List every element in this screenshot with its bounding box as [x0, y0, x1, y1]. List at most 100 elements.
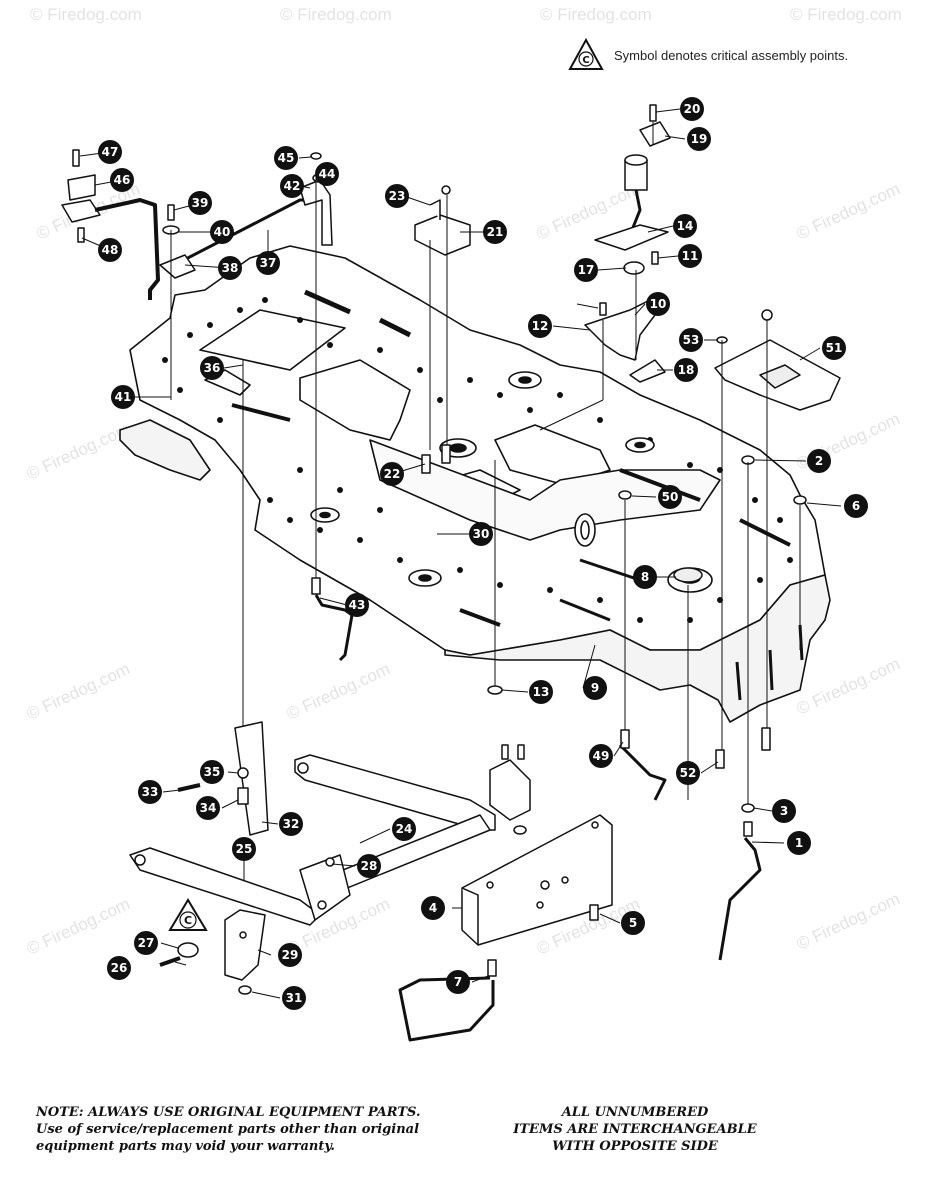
interchangeable-note-line: WITH OPPOSITE SIDE [552, 1139, 718, 1154]
callout-number: 52 [680, 766, 697, 780]
callout-bubble [844, 494, 868, 518]
callout-layer: 1234567891011121314171819202122232425262… [98, 97, 868, 1010]
callout-number: 47 [102, 145, 119, 159]
callout-21: 21 [483, 220, 507, 244]
callout-bubble [772, 799, 796, 823]
callout-number: 27 [138, 936, 155, 950]
callout-36: 36 [200, 356, 224, 380]
legend: C Symbol denotes critical assembly point… [568, 38, 848, 72]
callout-37: 37 [256, 251, 280, 275]
callout-12: 12 [528, 314, 552, 338]
watermark: © Firedog.com [24, 659, 133, 723]
callout-bubble [315, 162, 339, 186]
callout-number: 50 [662, 490, 679, 504]
callout-2: 2 [807, 449, 831, 473]
callout-number: 33 [142, 785, 159, 799]
callout-23: 23 [385, 184, 409, 208]
callout-19: 19 [687, 127, 711, 151]
callout-bubble [787, 831, 811, 855]
top-right-assemblies [584, 104, 841, 583]
critical-assembly-icon: C [568, 38, 604, 70]
callout-number: 45 [278, 151, 295, 165]
callout-5: 5 [621, 911, 645, 935]
callout-number: 36 [204, 361, 221, 375]
callout-bubble [200, 356, 224, 380]
callout-41: 41 [111, 385, 135, 409]
callout-bubble [528, 314, 552, 338]
callout-number: 6 [852, 499, 860, 513]
callout-bubble [483, 220, 507, 244]
callout-bubble [196, 796, 220, 820]
callout-bubble [111, 385, 135, 409]
callout-bubble [256, 251, 280, 275]
callout-bubble [279, 812, 303, 836]
callout-number: 49 [593, 749, 610, 763]
callout-18: 18 [674, 358, 698, 382]
callout-31: 31 [282, 986, 306, 1010]
callout-4: 4 [421, 896, 445, 920]
watermark: © Firedog.com [794, 889, 903, 953]
legend-symbol-letter: C [582, 55, 589, 66]
callout-number: 18 [678, 363, 695, 377]
callout-bubble [674, 358, 698, 382]
callout-bubble [687, 127, 711, 151]
callout-bubble [107, 956, 131, 980]
callout-bubble [345, 593, 369, 617]
callout-bubble [210, 220, 234, 244]
warranty-note: NOTE: ALWAYS USE ORIGINAL EQUIPMENT PART… [36, 1105, 421, 1154]
callout-10: 10 [646, 292, 670, 316]
callout-number: 29 [282, 948, 299, 962]
lower-assemblies [129, 577, 771, 1042]
callout-43: 43 [345, 593, 369, 617]
callout-number: 19 [691, 132, 708, 146]
watermark: © Firedog.com [24, 894, 133, 958]
callout-bubble [98, 238, 122, 262]
callout-bubble [380, 462, 404, 486]
callout-bubble [646, 292, 670, 316]
callout-26: 26 [107, 956, 131, 980]
callout-47: 47 [98, 140, 122, 164]
watermark: © Firedog.com [540, 5, 652, 24]
callout-number: 44 [319, 167, 336, 181]
callout-bubble [138, 780, 162, 804]
callout-38: 38 [218, 256, 242, 280]
callout-number: 22 [384, 467, 401, 481]
callout-number: 1 [795, 836, 803, 850]
callout-bubble [583, 676, 607, 700]
callout-bubble [574, 258, 598, 282]
watermark: © Firedog.com [794, 179, 903, 243]
callout-number: 26 [111, 961, 128, 975]
callout-bubble [385, 184, 409, 208]
callout-45: 45 [274, 146, 298, 170]
callout-bubble [110, 168, 134, 192]
callout-number: 4 [429, 901, 437, 915]
callout-30: 30 [469, 522, 493, 546]
callout-bubble [134, 931, 158, 955]
callout-number: 53 [683, 333, 700, 347]
callout-bubble [807, 449, 831, 473]
callout-bubble [282, 986, 306, 1010]
callout-number: 2 [815, 454, 823, 468]
callout-number: 25 [236, 842, 253, 856]
callout-number: 14 [677, 219, 694, 233]
interchangeable-note-line: ITEMS ARE INTERCHANGEABLE [513, 1122, 757, 1137]
callout-3: 3 [772, 799, 796, 823]
callout-29: 29 [278, 943, 302, 967]
callout-28: 28 [357, 854, 381, 878]
callout-number: 24 [396, 822, 413, 836]
callout-bubble [218, 256, 242, 280]
watermark: © Firedog.com [24, 419, 133, 483]
callout-number: 12 [532, 319, 549, 333]
callout-49: 49 [589, 744, 613, 768]
callout-33: 33 [138, 780, 162, 804]
interchangeable-note: ALL UNNUMBERED ITEMS ARE INTERCHANGEABLE… [470, 1104, 800, 1155]
callout-bubble [392, 817, 416, 841]
callout-9: 9 [583, 676, 607, 700]
callout-number: 31 [286, 991, 303, 1005]
watermark: © Firedog.com [280, 5, 392, 24]
callout-bubble [529, 680, 553, 704]
legend-text: Symbol denotes critical assembly points. [614, 47, 849, 63]
callout-bubble [274, 146, 298, 170]
callout-27: 27 [134, 931, 158, 955]
